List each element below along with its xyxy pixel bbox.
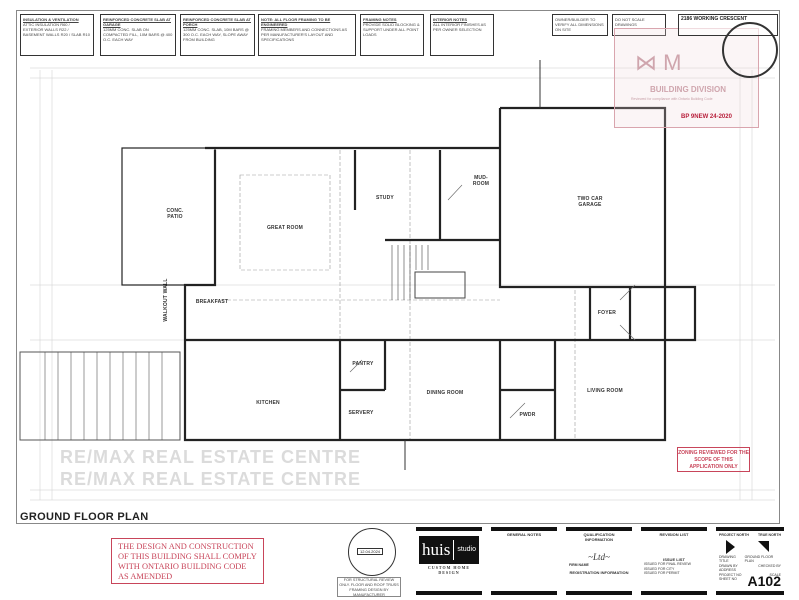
qualification-block: QUALIFICATION INFORMATION ~Ltd~ FIRM NAM… [566, 527, 632, 595]
room-label-mud-room: MUD-ROOM [472, 175, 490, 187]
engineer-seal [722, 22, 778, 78]
room-label-servery: SERVERY [348, 410, 374, 416]
watermark: RE/MAX REAL ESTATE CENTRE [60, 447, 362, 467]
issue-item: ISSUED FOR FINAL REVIEW [644, 562, 691, 566]
dimension-lines [30, 67, 775, 501]
firm-name-label: FIRM NAME [569, 563, 589, 567]
walls [121, 106, 697, 442]
address-text: 2186 WORKING CRESCENT [681, 16, 748, 22]
signature: ~Ltd~ [588, 552, 610, 562]
permit-stamp: ⋈ M BUILDING DIVISION Reviewed for compl… [614, 28, 759, 128]
room-label-foyer: FOYER [597, 310, 617, 316]
note-box: NOTE: ALL FLOOR FRAMING TO BE ENGINEERED… [258, 14, 356, 56]
plan-title: GROUND FLOOR PLAN [20, 511, 149, 523]
seal-date: 12.04.2024 [357, 548, 384, 555]
room-label-pwdr: PWDR [519, 412, 536, 418]
brand-tagline: CUSTOM HOME DESIGN [427, 565, 471, 575]
sheet-number: A102 [747, 573, 781, 589]
revision-block: REVISION LIST ISSUE LIST ISSUED FOR FINA… [641, 527, 707, 595]
note-box: DO NOT SCALE DRAWINGS [612, 14, 666, 36]
watermark: RE/MAX REAL ESTATE CENTRE [60, 469, 362, 489]
room-label-breakfast: BREAKFAST [195, 299, 229, 305]
room-label-dining: DINING ROOM [426, 390, 464, 396]
issue-item: ISSUED FOR CITY [644, 566, 675, 571]
note-box: OWNER/BUILDER TO VERIFY ALL DIMENSIONS O… [552, 14, 608, 36]
room-label-great-room: GREAT ROOM [266, 225, 304, 231]
deck [19, 351, 181, 441]
zoning-note: ZONING REVIEWED FOR THE SCOPE OF THIS AP… [677, 447, 750, 472]
drawing-frame [16, 10, 780, 524]
permit-logo-icon: ⋈ M [635, 50, 682, 75]
door-swings [349, 184, 636, 419]
structural-note: FOR STRUCTURAL REVIEW ONLY. FLOOR AND RO… [337, 577, 401, 597]
framing-lines [215, 150, 576, 440]
room-label-walkout: WALKOUT WALL [163, 278, 169, 322]
professional-seal: 12.04.2024 [348, 528, 396, 576]
ontario-code-note: THE DESIGN AND CONSTRUCTION OF THIS BUIL… [111, 538, 264, 584]
general-notes-block: GENERAL NOTES [491, 527, 557, 595]
true-north-arrow-icon [758, 541, 769, 552]
room-label-study: STUDY [376, 195, 394, 201]
permit-number: BP 9NEW 24-2020 [681, 114, 732, 120]
room-label-pantry: PANTRY [352, 361, 374, 367]
room-label-living: LIVING ROOM [587, 388, 623, 394]
permit-building-label: BUILDING DIVISION [650, 85, 727, 94]
room-label-patio: CONC. PATIO [166, 208, 184, 220]
room-label-garage: TWO CAR GARAGE [577, 196, 603, 208]
issue-item: ISSUED FOR PERMIT [644, 571, 680, 575]
room-label-kitchen: KITCHEN [256, 400, 280, 406]
stairs [391, 245, 466, 300]
project-north-arrow-icon [726, 540, 735, 554]
permit-reviewed-text: Reviewed for compliance with Ontario Bui… [631, 97, 713, 101]
